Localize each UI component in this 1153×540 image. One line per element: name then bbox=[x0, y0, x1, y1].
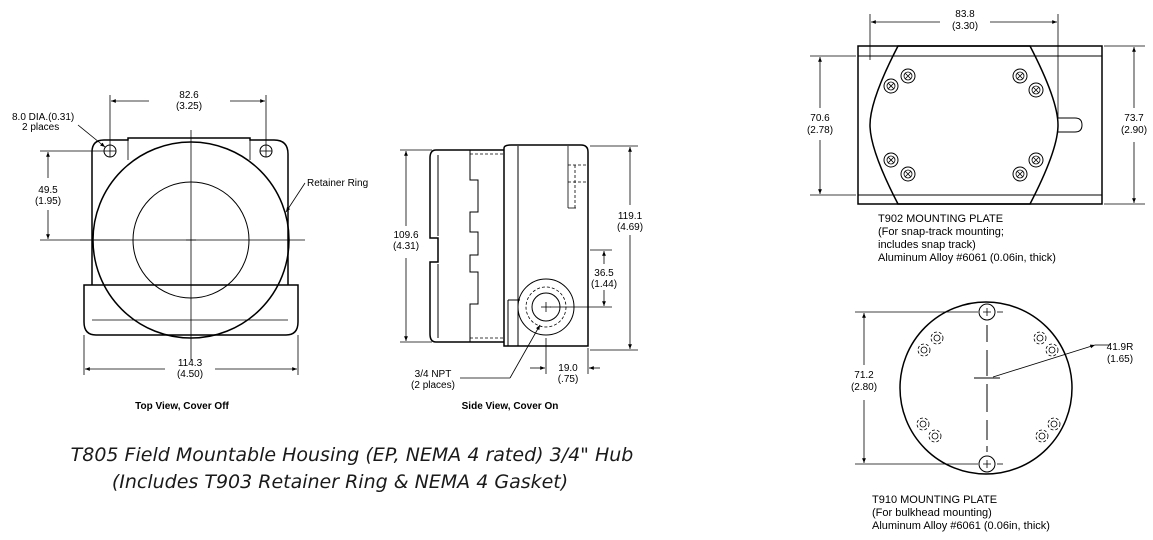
t910-left-mm: 71.2 bbox=[854, 370, 874, 381]
t902-screws bbox=[883, 68, 1044, 182]
side-view-body bbox=[503, 144, 589, 347]
side-hub-in: (1.44) bbox=[591, 279, 617, 290]
side-hub-mm: 36.5 bbox=[594, 268, 614, 279]
side-left-mm: 109.6 bbox=[393, 230, 418, 241]
top-view-base bbox=[83, 284, 299, 336]
top-width-in: (3.25) bbox=[176, 101, 202, 112]
t902-right-in: (2.90) bbox=[1121, 125, 1147, 136]
t910-left-in: (2.80) bbox=[851, 382, 877, 393]
npt-label-line2: (2 places) bbox=[411, 380, 455, 391]
top-view: 82.6 (3.25) 49.5 (1.95) 114.3 (4.50) 8.0… bbox=[12, 90, 368, 412]
top-height-mm: 49.5 bbox=[38, 185, 58, 196]
top-base-mm: 114.3 bbox=[178, 358, 203, 369]
t910-hole-top bbox=[978, 303, 996, 321]
t910-radius-mm: 41.9R bbox=[1107, 342, 1134, 353]
retainer-ring-label: Retainer Ring bbox=[307, 178, 368, 189]
top-view-caption: Top View, Cover Off bbox=[135, 401, 229, 412]
t902-left-in: (2.78) bbox=[807, 125, 833, 136]
side-view-caption: Side View, Cover On bbox=[462, 401, 559, 412]
t910-plate-outline bbox=[899, 301, 1073, 475]
top-height-in: (1.95) bbox=[35, 196, 61, 207]
top-width-mm: 82.6 bbox=[179, 90, 199, 101]
t902-right-mm: 73.7 bbox=[1124, 113, 1144, 124]
side-left-in: (4.31) bbox=[393, 241, 419, 252]
t902-top-mm: 83.8 bbox=[955, 9, 975, 20]
t902-caption-line2: (For snap-track mounting; bbox=[878, 226, 1004, 238]
t902-caption-line3: includes snap track) bbox=[878, 239, 976, 251]
t902-top-in: (3.30) bbox=[952, 21, 978, 32]
main-title-line1: T805 Field Mountable Housing (EP, NEMA 4… bbox=[71, 444, 634, 466]
side-right-mm: 119.1 bbox=[618, 211, 643, 222]
t910-screws bbox=[916, 331, 1061, 443]
t910-caption-line3: Aluminum Alloy #6061 (0.06in, thick) bbox=[872, 520, 1050, 532]
top-view-housing-outline bbox=[91, 137, 289, 285]
snap-track bbox=[857, 45, 1103, 205]
side-bottom-in: (.75) bbox=[558, 374, 579, 385]
t910-caption-line1: T910 MOUNTING PLATE bbox=[872, 494, 997, 506]
side-view-cover bbox=[429, 149, 504, 343]
side-right-in: (4.69) bbox=[617, 222, 643, 233]
hole-label-line2: 2 places bbox=[22, 122, 59, 133]
t910-caption-line2: (For bulkhead mounting) bbox=[872, 507, 992, 519]
hole-label-line1: 8.0 DIA.(0.31) bbox=[12, 112, 74, 123]
t902-caption-line1: T902 MOUNTING PLATE bbox=[878, 213, 1003, 225]
t902-mounting-plate: 83.8 (3.30) 70.6 (2.78) 73.7 (2.90) T902… bbox=[807, 9, 1147, 264]
top-base-in: (4.50) bbox=[177, 369, 203, 380]
t910-radius-in: (1.65) bbox=[1107, 354, 1133, 365]
t910-hole-bottom bbox=[978, 455, 996, 473]
t902-plate-outline bbox=[869, 45, 1059, 205]
main-title-line2: (Includes T903 Retainer Ring & NEMA 4 Ga… bbox=[112, 471, 568, 493]
t910-mounting-plate: 41.9R (1.65) 71.2 (2.80) T910 MOUNTING P… bbox=[851, 301, 1134, 532]
side-view: 109.6 (4.31) 119.1 (4.69) 36.5 (1.44) 19… bbox=[393, 144, 643, 412]
side-bottom-mm: 19.0 bbox=[558, 363, 578, 374]
t902-caption-line4: Aluminum Alloy #6061 (0.06in, thick) bbox=[878, 252, 1056, 264]
t902-left-mm: 70.6 bbox=[810, 113, 830, 124]
npt-label-line1: 3/4 NPT bbox=[415, 369, 452, 380]
